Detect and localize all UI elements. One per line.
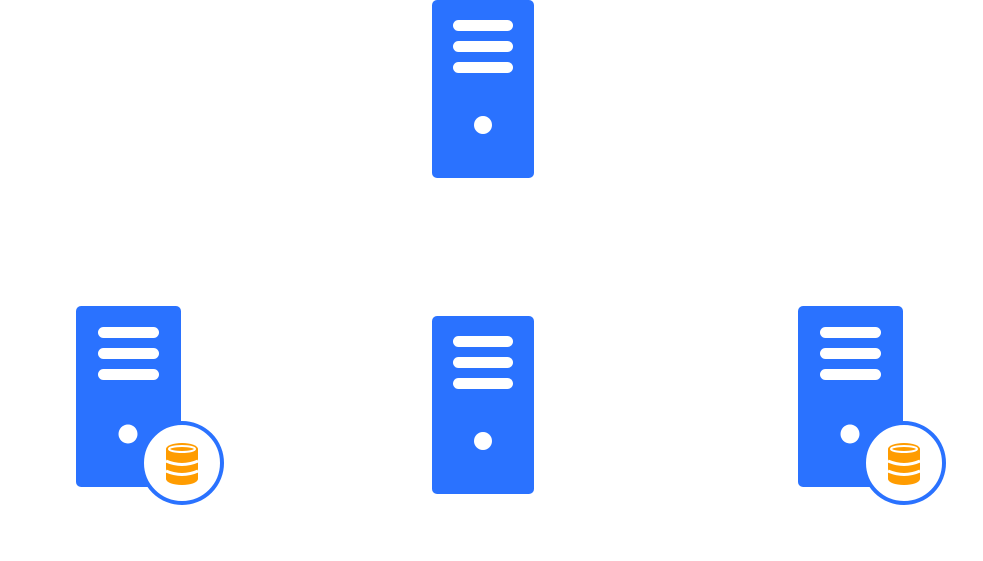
database-icon [887, 443, 921, 485]
database-icon [165, 443, 199, 485]
server-icon [432, 316, 534, 494]
server-icon [432, 0, 534, 178]
database-badge [140, 421, 224, 505]
top-server [432, 0, 534, 178]
right-server [798, 306, 946, 505]
left-server [76, 306, 224, 505]
database-badge [862, 421, 946, 505]
middle-server [432, 316, 534, 494]
